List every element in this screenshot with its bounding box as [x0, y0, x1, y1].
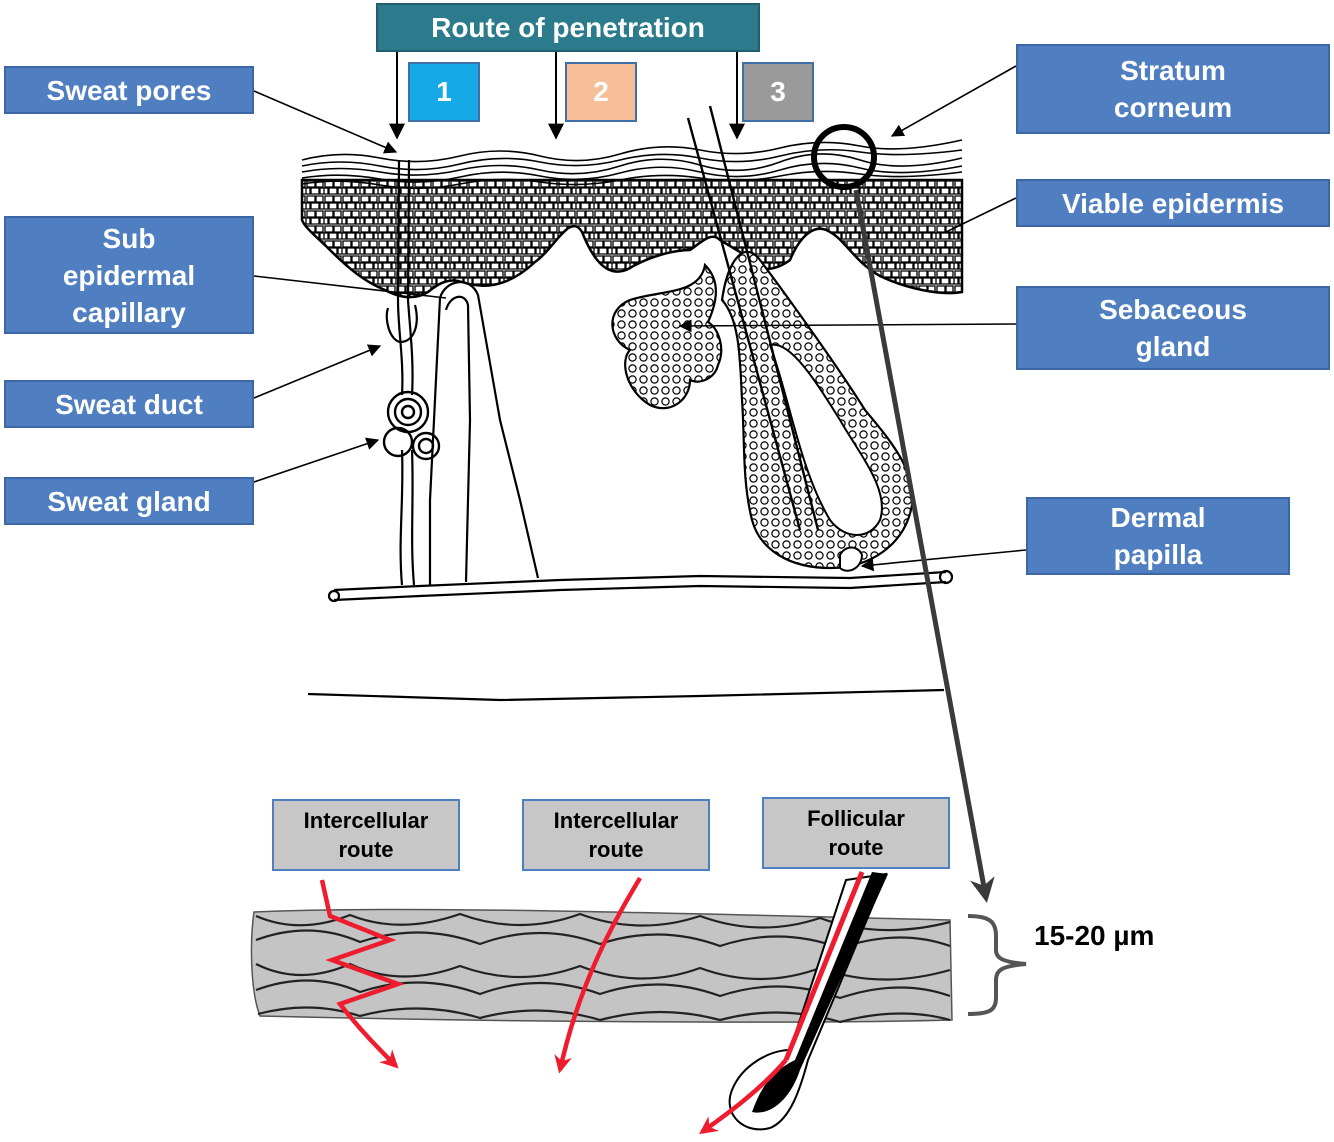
magnify-pointer-arrow	[853, 189, 995, 903]
label-intercellular-route-1: Intercellular route	[272, 799, 460, 871]
viable-epidermis-layer	[300, 178, 964, 299]
thickness-label: 15-20 µm	[1034, 920, 1155, 951]
label-follicular-route: Follicular route	[762, 797, 950, 869]
sebaceous-gland-drawing	[611, 262, 723, 410]
label-pointers	[253, 65, 1027, 572]
route-3-badge: 3	[742, 62, 814, 122]
sweat-duct-drawing	[385, 159, 418, 586]
magnify-circle	[811, 124, 877, 190]
stratum-corneum-layer	[301, 139, 963, 190]
label-stratum-corneum: Stratum corneum	[1016, 44, 1330, 134]
label-sub-epidermal-capillary: Sub epidermal capillary	[4, 216, 254, 334]
label-sweat-pores: Sweat pores	[4, 66, 254, 114]
dermal-vessel-drawing	[327, 569, 954, 603]
zoomed-follicle	[728, 871, 888, 1131]
dermal-papilla-drawing	[839, 546, 864, 572]
capillary-drawing	[428, 281, 540, 585]
thickness-bracket	[967, 914, 1027, 1016]
route-1-badge: 1	[408, 62, 480, 122]
zoomed-stratum-corneum	[250, 908, 953, 1024]
sweat-gland-drawing	[382, 390, 441, 461]
route-of-penetration-title: Route of penetration	[376, 3, 760, 52]
label-viable-epidermis: Viable epidermis	[1016, 179, 1330, 227]
hair-shaft-drawing	[686, 105, 820, 531]
label-sweat-gland: Sweat gland	[4, 477, 254, 525]
label-sebaceous-gland: Sebaceous gland	[1016, 286, 1330, 370]
route-2-badge: 2	[565, 62, 637, 122]
label-intercellular-route-2: Intercellular route	[522, 799, 710, 871]
label-dermal-papilla: Dermal papilla	[1026, 497, 1290, 575]
route-arrows	[389, 52, 745, 140]
label-sweat-duct: Sweat duct	[4, 380, 254, 428]
follicle-inner-sheath	[768, 343, 883, 536]
penetration-arrows	[319, 876, 788, 1135]
subcutis-line	[307, 688, 945, 702]
